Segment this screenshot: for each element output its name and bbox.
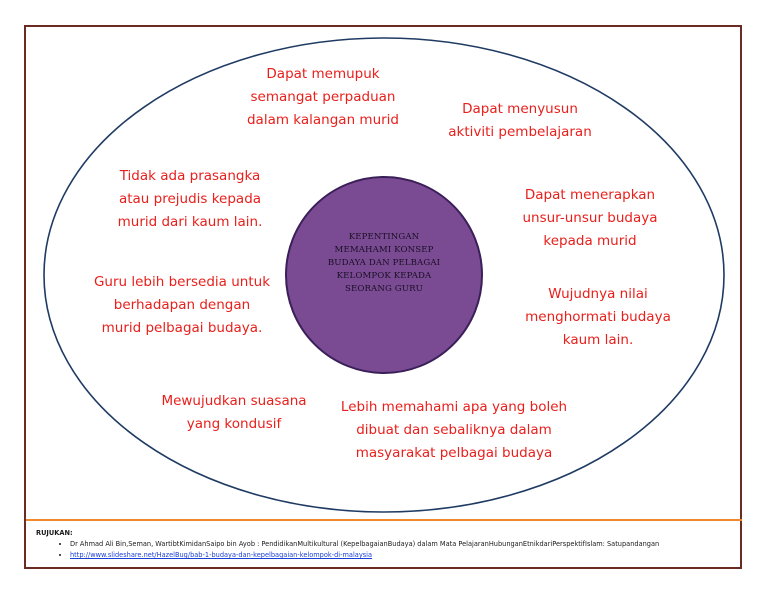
references-section: RUJUKAN: Dr Ahmad Ali Bin,Seman, Wartibt… — [36, 528, 736, 561]
center-line: KELOMPOK KEPADA — [336, 271, 432, 281]
label-dapat-memupuk: Dapat memupuk semangat perpaduan dalam k… — [247, 63, 399, 132]
label-line: dalam kalangan murid — [246, 112, 400, 128]
label-line: Dapat memupuk — [266, 66, 380, 82]
label-line: Dapat menerapkan — [524, 187, 656, 203]
label-line: menghormati budaya — [525, 309, 671, 325]
label-dapat-menerapkan: Dapat menerapkan unsur-unsur budaya kepa… — [522, 184, 657, 253]
center-line: MEMAHAMI KONSEP — [334, 245, 434, 255]
label-line: Mewujudkan suasana — [161, 393, 307, 409]
center-circle — [285, 176, 483, 374]
center-line: SEORANG GURU — [344, 284, 424, 294]
outer-ellipse — [43, 37, 725, 513]
label-guru-lebih-bersedia: Guru lebih bersedia untuk berhadapan den… — [94, 271, 270, 340]
center-line: BUDAYA DAN PELBAGAI — [327, 258, 441, 268]
label-line: Dapat menyusun — [462, 101, 578, 117]
label-line: murid pelbagai budaya. — [101, 320, 263, 336]
label-line: masyarakat pelbagai budaya — [355, 445, 553, 461]
label-line: Wujudnya nilai — [548, 286, 648, 302]
label-line: semangat perpaduan — [250, 89, 396, 105]
label-line: yang kondusif — [186, 416, 282, 432]
label-line: Lebih memahami apa yang boleh — [340, 399, 568, 415]
label-mewujudkan-suasana: Mewujudkan suasana yang kondusif — [161, 390, 306, 436]
reference-link[interactable]: http://www.slideshare.net/HazelBug/bab-1… — [70, 551, 373, 559]
reference-item: http://www.slideshare.net/HazelBug/bab-1… — [70, 550, 736, 561]
label-line: murid dari kaum lain. — [117, 214, 263, 230]
label-tidak-ada-prasangka: Tidak ada prasangka atau prejudis kepada… — [118, 165, 263, 234]
reference-item: Dr Ahmad Ali Bin,Seman, WartibtKimidanSa… — [70, 539, 736, 550]
label-wujudnya-nilai: Wujudnya nilai menghormati budaya kaum l… — [525, 283, 671, 352]
label-line: aktiviti pembelajaran — [448, 124, 592, 140]
label-line: kepada murid — [543, 233, 637, 249]
label-line: berhadapan dengan — [113, 297, 251, 313]
label-line: unsur-unsur budaya — [522, 210, 658, 226]
label-line: kaum lain. — [562, 332, 634, 348]
center-line: KEPENTINGAN — [348, 232, 420, 242]
label-line: atau prejudis kepada — [118, 191, 262, 207]
references-list: Dr Ahmad Ali Bin,Seman, WartibtKimidanSa… — [36, 539, 736, 561]
label-dapat-menyusun: Dapat menyusun aktiviti pembelajaran — [448, 98, 592, 144]
reference-text: Dr Ahmad Ali Bin,Seman, WartibtKimidanSa… — [70, 540, 660, 548]
label-line: Tidak ada prasangka — [119, 168, 261, 184]
label-line: Guru lebih bersedia untuk — [93, 274, 271, 290]
reference-divider — [26, 519, 742, 521]
label-lebih-memahami: Lebih memahami apa yang boleh dibuat dan… — [341, 396, 567, 465]
label-line: dibuat dan sebaliknya dalam — [356, 422, 552, 438]
references-title: RUJUKAN: — [36, 529, 73, 537]
center-title: KEPENTINGAN MEMAHAMI KONSEP BUDAYA DAN P… — [309, 231, 459, 296]
